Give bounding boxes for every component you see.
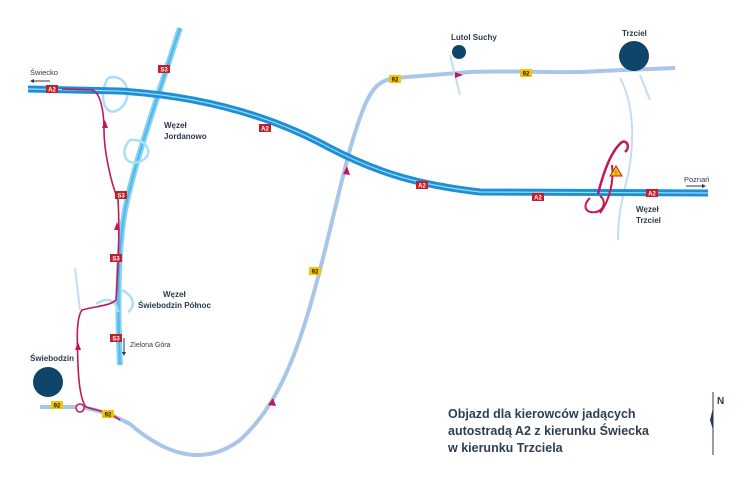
road-swiebodzin-local	[74, 267, 81, 311]
road-a2-lane	[27, 88, 709, 194]
badge-92-2: 92	[520, 69, 532, 78]
label-poznan: Poznań	[684, 175, 709, 184]
arrow-down-icon	[122, 338, 126, 356]
badge-92-1: 92	[389, 75, 401, 84]
label-swiebodzin: Świebodzin	[30, 354, 74, 363]
badge-s3-1: S3	[158, 65, 170, 74]
svg-text:S3: S3	[112, 337, 120, 343]
svg-text:N: N	[717, 396, 724, 407]
arrow-right-icon	[686, 184, 706, 188]
badge-a2-east: A2	[646, 189, 658, 198]
roundabout-swiebodzin	[75, 403, 85, 413]
label-lutol: Lutol Suchy	[451, 33, 497, 42]
badge-a2-mid3: A2	[532, 193, 544, 202]
town-swiebodzin-dot	[33, 367, 63, 397]
label-trzciel: Trzciel	[622, 29, 647, 38]
badge-92-4: 92	[51, 401, 63, 410]
badge-s3-4: S3	[110, 334, 122, 343]
road-trzciel-link-2	[639, 74, 651, 101]
svg-text:!: !	[615, 171, 617, 177]
badge-a2-west: A2	[46, 85, 58, 94]
badge-s3-2: S3	[115, 191, 127, 200]
detour-route	[61, 88, 121, 421]
title-line-2: autostradą A2 z kierunku Świecka	[448, 423, 650, 438]
badge-92-5: 92	[102, 410, 114, 419]
label-trzciel-jct-1: Węzeł	[636, 205, 659, 214]
roadworks-warning-icon: !	[609, 165, 623, 177]
road-trzciel-link	[617, 77, 634, 241]
svg-text:S3: S3	[160, 68, 168, 74]
badge-a2-mid1: A2	[259, 124, 271, 133]
title-line-1: Objazd dla kierowców jadących	[448, 407, 636, 421]
road-92	[40, 66, 676, 457]
north-arrow-icon: N	[710, 392, 724, 455]
svg-text:A2: A2	[261, 127, 269, 133]
junction-trzciel	[584, 140, 630, 214]
detour-arrows	[75, 72, 463, 406]
town-lutol-dot	[452, 45, 466, 59]
svg-text:A2: A2	[418, 184, 426, 190]
svg-text:A2: A2	[48, 88, 56, 94]
arrow-left-icon	[30, 79, 50, 83]
svg-text:S3: S3	[117, 194, 125, 200]
badge-s3-3: S3	[110, 254, 122, 263]
town-trzciel-dot	[619, 41, 649, 71]
svg-text:A2: A2	[648, 192, 656, 198]
svg-text:92: 92	[523, 72, 530, 78]
label-swiebodzin-pn-2: Świebodzin Północ	[138, 301, 211, 310]
label-swiecko: Świecko	[30, 68, 58, 77]
svg-text:92: 92	[105, 413, 112, 419]
label-zielona-gora: Zielona Góra	[130, 342, 171, 349]
label-jordanowo-2: Jordanowo	[164, 132, 207, 141]
svg-text:A2: A2	[534, 196, 542, 202]
label-trzciel-jct-2: Trzciel	[636, 216, 661, 225]
junction-swiebodzin-loops	[95, 288, 135, 313]
svg-text:92: 92	[392, 78, 399, 84]
svg-text:S3: S3	[112, 257, 120, 263]
svg-text:92: 92	[312, 270, 319, 276]
label-jordanowo-1: Węzeł	[164, 121, 187, 130]
badge-a2-mid2: A2	[416, 181, 428, 190]
road-s3-core	[117, 27, 181, 366]
junction-jordanowo-loops	[101, 75, 150, 164]
svg-text:92: 92	[54, 404, 61, 410]
badge-92-3: 92	[309, 267, 321, 276]
title-line-3: w kierunku Trzciela	[447, 441, 564, 455]
label-swiebodzin-pn-1: Węzeł	[163, 290, 186, 299]
